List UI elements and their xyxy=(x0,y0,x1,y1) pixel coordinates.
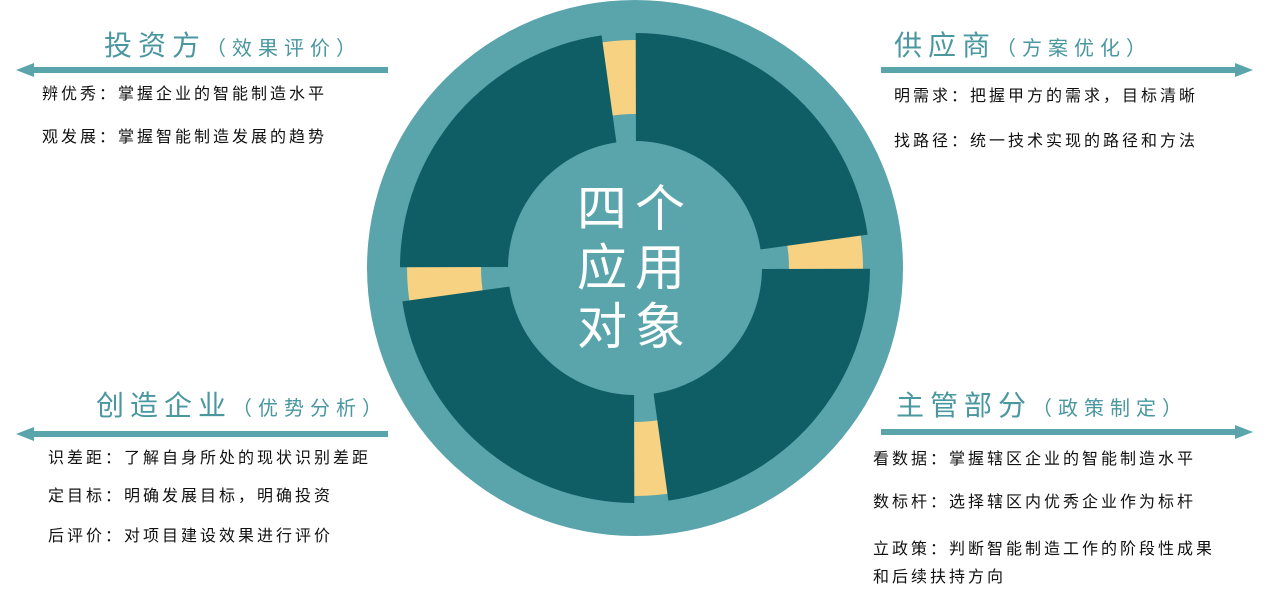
enterprise-item: 定目标：明确发展目标，明确投资 xyxy=(48,486,334,505)
authority-title: 主管部分（政策制定） xyxy=(896,392,1188,420)
supplier-item: 明需求：把握甲方的需求，目标清晰 xyxy=(894,86,1199,105)
segment-bottom-left xyxy=(402,286,635,504)
supplier-item: 找路径：统一技术实现的路径和方法 xyxy=(894,131,1199,150)
investor-item: 观发展：掌握智能制造发展的趋势 xyxy=(42,127,328,146)
ring-diagram: 四个 应用 对象 xyxy=(367,0,903,536)
supplier-title-main: 供应商 xyxy=(894,29,997,62)
authority-title-main: 主管部分 xyxy=(896,389,1033,422)
segment-top-left xyxy=(399,35,617,268)
right-arrow-icon xyxy=(881,425,1253,439)
segment-top-right xyxy=(635,32,868,250)
yellow-band xyxy=(407,40,863,496)
investor-title-sub: （效果评价） xyxy=(206,36,363,60)
investor-title-main: 投资方 xyxy=(104,29,207,62)
authority-item: 数标杆：选择辖区内优秀企业作为标杆 xyxy=(873,492,1197,511)
enterprise-title: 创造企业（优势分析） xyxy=(96,392,388,420)
investor-item: 辨优秀：掌握企业的智能制造水平 xyxy=(42,84,328,103)
right-arrow-icon xyxy=(881,63,1253,77)
supplier-title-sub: （方案优化） xyxy=(996,36,1153,60)
investor-title: 投资方（效果评价） xyxy=(104,32,362,60)
segment-bottom-right xyxy=(653,268,871,501)
enterprise-title-sub: （优势分析） xyxy=(232,396,389,420)
enterprise-title-main: 创造企业 xyxy=(96,389,233,422)
enterprise-item: 识差距：了解自身所处的现状识别差距 xyxy=(48,448,372,467)
left-arrow-icon xyxy=(16,63,388,77)
inner-teal-band xyxy=(481,114,789,422)
ring-graphic xyxy=(367,0,903,536)
authority-item: 立政策：判断智能制造工作的阶段性成果 xyxy=(873,539,1216,558)
inner-disc xyxy=(509,142,761,394)
authority-item: 看数据：掌握辖区企业的智能制造水平 xyxy=(873,449,1197,468)
authority-title-sub: （政策制定） xyxy=(1032,396,1189,420)
left-arrow-icon xyxy=(16,427,388,441)
authority-item: 和后续扶持方向 xyxy=(873,567,1007,586)
enterprise-item: 后评价：对项目建设效果进行评价 xyxy=(48,526,334,545)
supplier-title: 供应商（方案优化） xyxy=(894,32,1152,60)
